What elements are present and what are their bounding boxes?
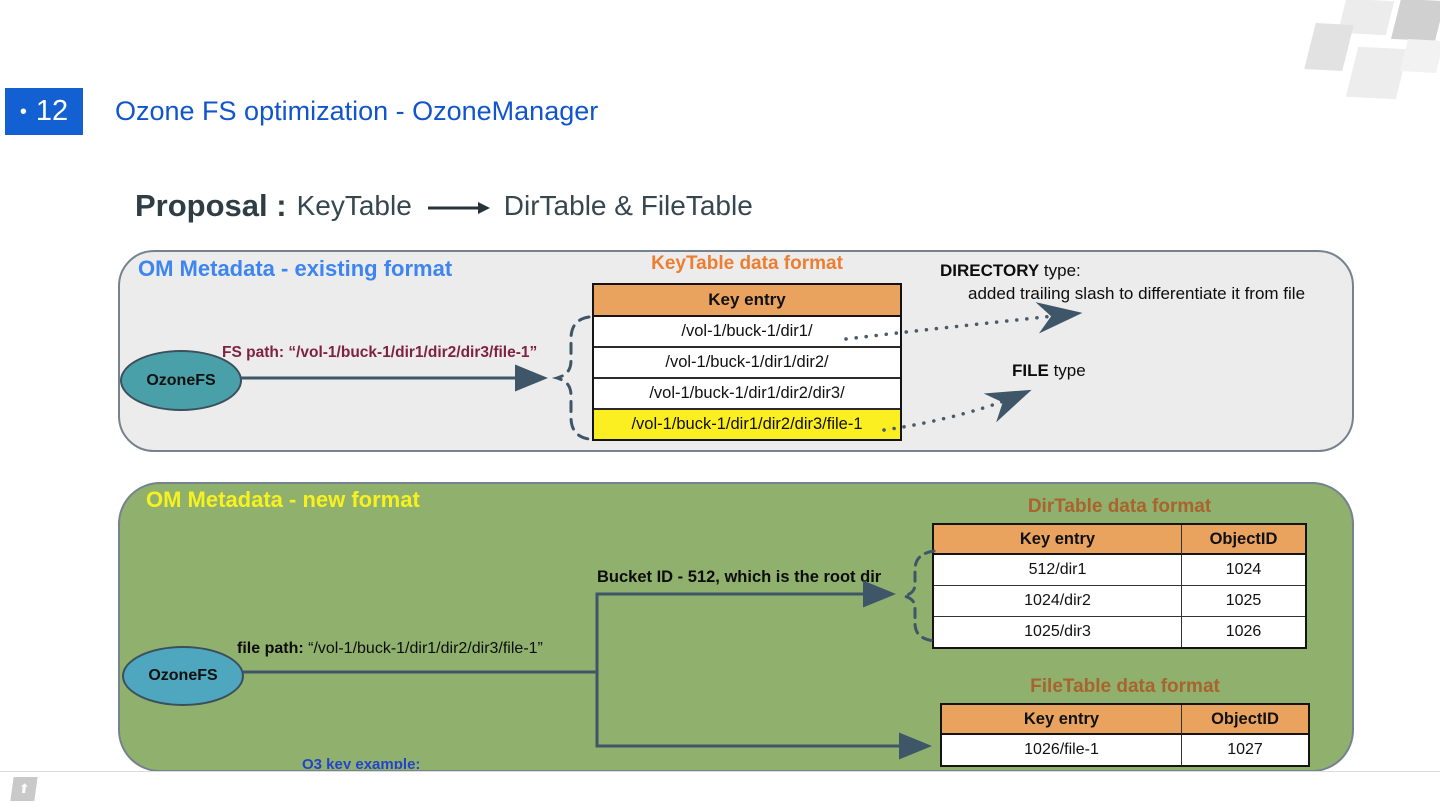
dirtable-header-objectid: ObjectID <box>1182 525 1305 555</box>
filetable-header-objectid: ObjectID <box>1182 705 1308 735</box>
up-arrow-icon: ⬆ <box>17 781 31 796</box>
proposal-heading: Proposal : KeyTable DirTable & FileTable <box>135 188 753 224</box>
file-type-label: FILE type <box>1012 361 1086 380</box>
dirtable-cell: 512/dir1 <box>934 555 1182 586</box>
deco-block <box>1345 46 1409 100</box>
filetable: Key entry ObjectID 1026/file-1 1027 <box>940 703 1310 767</box>
slide-number: 12 <box>35 95 69 127</box>
ozonefs-label: OzoneFS <box>148 667 218 684</box>
ozonefs-node-new: OzoneFS <box>122 646 244 706</box>
proposal-to: DirTable & FileTable <box>503 190 753 221</box>
ozonefs-label: OzoneFS <box>146 371 216 389</box>
fs-path-label: FS path: “/vol-1/buck-1/dir1/dir2/dir3/f… <box>222 344 538 361</box>
dirtable-header-key: Key entry <box>934 525 1182 555</box>
keytable-row: /vol-1/buck-1/dir1/dir2/dir3/ <box>594 379 900 410</box>
right-arrow-icon <box>427 202 490 214</box>
ozonefs-node-existing: OzoneFS <box>120 350 242 411</box>
filetable-title: FileTable data format <box>1030 676 1220 697</box>
dirtable-title: DirTable data format <box>1027 496 1212 517</box>
bucket-id-note: Bucket ID - 512, which is the root dir <box>597 568 882 586</box>
filetable-header-key: Key entry <box>942 705 1182 735</box>
bullet-icon: • <box>19 100 27 123</box>
clipped-key-example-note: O3 key example: <box>302 756 421 769</box>
dirtable-cell: 1024 <box>1182 555 1305 586</box>
keytable-title: KeyTable data format <box>651 253 843 274</box>
dirtable-cell: 1025 <box>1182 586 1305 617</box>
dirtable-cell: 1026 <box>1225 623 1262 640</box>
filetable-cell: 1026/file-1 <box>942 735 1182 765</box>
slide-title: Ozone FS optimization - OzoneManager <box>115 96 599 126</box>
keytable-row: /vol-1/buck-1/dir1/dir2/ <box>594 348 900 379</box>
keytable-header: Key entry <box>594 285 900 317</box>
deco-block <box>1400 39 1440 73</box>
keytable: Key entry /vol-1/buck-1/dir1/ /vol-1/buc… <box>592 283 902 441</box>
deco-block <box>1304 23 1354 71</box>
dirtable-cell: 1025/dir3 <box>934 617 1182 647</box>
slide-number-box: • 12 <box>5 88 83 135</box>
deck-logo: ⬆ <box>10 777 38 801</box>
directory-type-note: added trailing slash to differentiate it… <box>968 284 1306 303</box>
filetable-cell: 1027 <box>1227 741 1263 758</box>
dirtable-cell: 1024/dir2 <box>934 586 1182 617</box>
directory-type-label: DIRECTORY type: <box>940 261 1081 280</box>
proposal-from: KeyTable <box>296 190 412 221</box>
proposal-label: Proposal : <box>135 188 287 223</box>
deco-block <box>1391 0 1440 42</box>
keytable-row: /vol-1/buck-1/dir1/ <box>594 317 900 348</box>
file-path-label: file path: “/vol-1/buck-1/dir1/dir2/dir3… <box>237 640 543 657</box>
new-format-heading: OM Metadata - new format <box>146 487 420 512</box>
viewer-divider <box>0 771 1440 772</box>
dirtable: Key entry ObjectID 512/dir1 1024 1024/di… <box>932 523 1307 649</box>
existing-format-heading: OM Metadata - existing format <box>138 256 453 281</box>
keytable-row-highlighted: /vol-1/buck-1/dir1/dir2/dir3/file-1 <box>594 410 900 439</box>
